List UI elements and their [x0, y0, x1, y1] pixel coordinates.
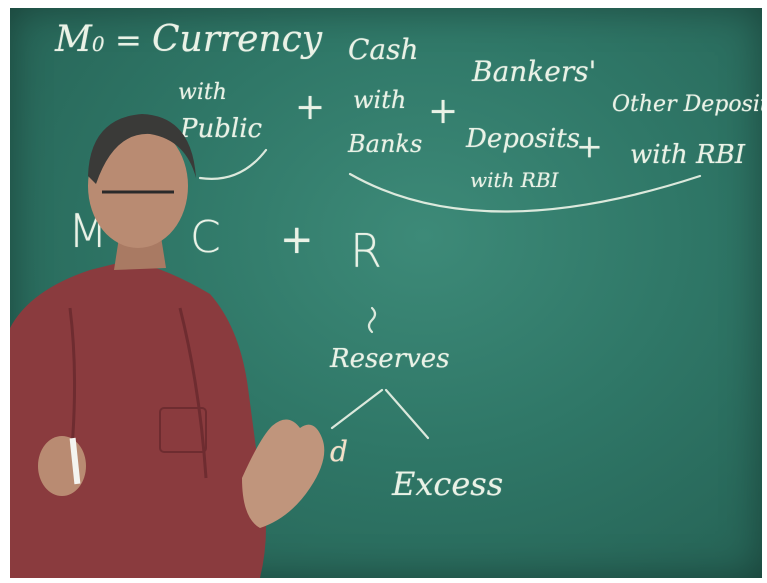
- tree-left-branch: [330, 388, 384, 430]
- cash-banks: Banks: [348, 130, 423, 158]
- line2-r: R: [350, 224, 382, 278]
- bankers-term: Bankers': [472, 55, 597, 88]
- bankers-deposits: Deposits: [466, 124, 580, 154]
- shirt-pocket: [159, 407, 207, 453]
- r-tick: [367, 306, 377, 334]
- currency-term: Currency: [152, 19, 323, 60]
- lecturer-head: [88, 124, 188, 248]
- brace-reserves: [348, 172, 702, 213]
- chalkboard: M0 = Currency with Public + Cash with Ba…: [10, 8, 762, 578]
- other-deposits-term: Other Deposits: [612, 92, 762, 117]
- reserves-label: Reserves: [330, 344, 450, 374]
- m0-letter: M: [55, 19, 92, 60]
- currency-public: Public: [180, 114, 263, 144]
- cash-term: Cash: [348, 33, 419, 66]
- lecturer: [10, 114, 325, 578]
- other-deposits-rbi: with RBI: [630, 140, 745, 170]
- plus-sign-3: +: [576, 127, 603, 165]
- cash-with: with: [353, 86, 407, 114]
- lecturer-hair: [88, 114, 196, 184]
- tree-right-branch: [384, 388, 430, 440]
- required-label: d: [330, 435, 348, 468]
- equals-sign: =: [115, 21, 142, 59]
- line2-c: C: [190, 212, 221, 263]
- excess-label: Excess: [392, 465, 504, 503]
- plus-sign-1: +: [295, 87, 326, 128]
- chalk-strokes: [198, 148, 702, 440]
- currency-with: with: [178, 80, 227, 105]
- line2-plus: +: [280, 217, 314, 263]
- brace-currency: [198, 148, 268, 180]
- left-hand: [38, 436, 86, 496]
- m0-symbol: M0: [55, 22, 105, 58]
- plus-sign-2: +: [428, 91, 459, 132]
- right-hand: [242, 419, 325, 528]
- m0-subscript: 0: [91, 32, 105, 56]
- lecturer-shirt: [10, 260, 266, 578]
- chalk-stick: [69, 437, 81, 485]
- bankers-rbi: with RBI: [470, 168, 559, 192]
